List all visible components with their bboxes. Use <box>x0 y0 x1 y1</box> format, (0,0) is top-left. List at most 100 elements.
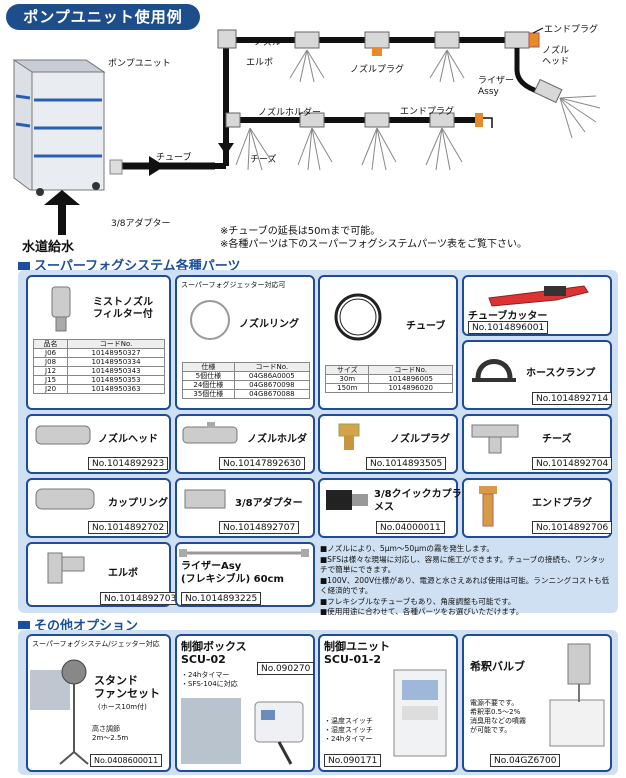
adapter-image <box>184 489 226 509</box>
note-parts-table: ※各種パーツは下のスーパーフォグシステムパーツ表をご覧下さい。 <box>220 239 527 250</box>
bullet-item: ■使用用途に合わせて、各種パーツをお選びいただけます。 <box>320 607 524 616</box>
tube-image <box>334 293 382 341</box>
part-name: ノズルリング <box>239 319 299 330</box>
stand-fan-caption: スーパーフォグシステム/ジェッター対応 <box>32 640 160 648</box>
pump-usage-diagram <box>12 27 601 235</box>
pump-unit-image <box>12 59 106 196</box>
part-name: 3/8アダプター <box>235 498 303 509</box>
part-code: No.1014892703 <box>100 592 181 605</box>
nozzle-ring-caption: スーパーフォグジェッター対応可 <box>181 281 286 289</box>
part-tube-cutter: チューブカッター No.1014896001 <box>462 275 612 336</box>
part-code: No.1014892704 <box>532 457 613 470</box>
control-box-image <box>181 698 304 765</box>
stand-fan-image <box>30 659 89 765</box>
bullet-item: ■SFSは様々な現場に対応し、容易に施工ができます。チューブの接続も、ワンタッチ… <box>320 554 606 575</box>
part-code: No.10147892630 <box>219 457 305 470</box>
part-name: ノズルプラグ <box>390 434 450 445</box>
bullet-item: ■ノズルにより、5μm〜50μmの霧を発生します。 <box>320 544 495 553</box>
label-water-supply: 水道給水 <box>22 240 75 255</box>
part-name: 制御ユニット SCU-01-2 <box>324 640 390 666</box>
label-nozzle-holder: ノズルホルダー <box>258 108 322 118</box>
part-end-plug: エンドプラグ No.1014892706 <box>462 478 613 538</box>
part-name: 3/8クイックカプラ メス <box>374 489 462 513</box>
label-end-plug-top: エンドプラグ <box>544 25 599 35</box>
part-code: No.1014892707 <box>219 521 300 534</box>
nozzle-head-image <box>35 425 91 445</box>
part-code: No.1014892706 <box>532 521 613 534</box>
option-control-box: 制御ボックス SCU-02 No.090270 ・24hタイマー ・SFS-10… <box>175 634 315 772</box>
hose-clamp-image <box>472 359 516 382</box>
part-name: エルボ <box>108 568 138 579</box>
part-name: ノズルヘッド <box>98 434 158 445</box>
section-marker <box>18 621 30 629</box>
part-elbow: エルボ No.1014892703 <box>26 542 181 607</box>
spec-item: ・24hタイマー <box>324 735 373 743</box>
dilution-valve-image <box>549 643 605 747</box>
riser-assy-image <box>179 549 309 557</box>
bullet-item: ■100V、200V仕様があり、電源と水さえあれば使用は可能。ランニングコストも… <box>320 575 610 596</box>
parts-bullets: ■ノズルにより、5μm〜50μmの霧を発生します。 ■SFSは様々な現場に対応し… <box>320 544 612 618</box>
part-code: No.1014892714 <box>532 392 613 405</box>
part-code: No.090270 <box>257 662 315 675</box>
part-name: ホースクランプ <box>526 368 596 379</box>
spec-item: 希釈率0.5〜2% <box>470 708 521 716</box>
water-supply-arrow <box>44 190 80 235</box>
option-dilution-valve: 希釈バルブ 電源不要です。 希釈率0.5〜2% 消臭用などの噴霧 が可能です。 … <box>462 634 612 772</box>
part-code: No.04000011 <box>376 521 445 534</box>
part-code: No.1014892702 <box>88 521 169 534</box>
part-riser-assy: ライザーAsy (フレキシブル) 60cm No.1014893225 <box>175 542 315 607</box>
spec-item: 電源不要です。 <box>470 699 519 707</box>
spec-item: ・SFS-104に対応 <box>181 680 238 688</box>
part-code: No.04GZ6700 <box>490 754 561 767</box>
nozzle-plug-image <box>338 423 360 450</box>
part-name: 希釈バルブ <box>470 660 525 673</box>
part-nozzle-head: ノズルヘッド No.1014892923 <box>26 414 171 474</box>
part-name: チューブ <box>406 321 446 332</box>
part-coupling: カップリング No.1014892702 <box>26 478 171 538</box>
stand-fan-sub: (ホース10m付) <box>98 703 147 711</box>
label-cheese: チーズ <box>250 155 277 165</box>
label-nozzle-plug: ノズルプラグ <box>350 65 405 75</box>
control-unit-image <box>393 669 447 757</box>
part-code: No.090171 <box>324 754 382 767</box>
spec-item: ・温度スイッチ <box>324 717 373 725</box>
label-riser-assy: ライザー Assy <box>478 76 515 97</box>
part-nozzle-holder: ノズルホルダ No.10147892630 <box>175 414 315 474</box>
part-hose-clamp: ホースクランプ No.1014892714 <box>462 340 613 410</box>
spec-item: ・24hタイマー <box>181 671 230 679</box>
part-name: スタンド ファンセット <box>94 674 160 700</box>
label-pump-unit: ポンプユニット <box>108 59 171 69</box>
nozzle-ring-image <box>190 300 230 340</box>
part-name: チューブカッター <box>468 311 548 322</box>
part-code: No.1014896001 <box>468 321 549 334</box>
label-end-plug-lower: エンドプラグ <box>400 107 455 117</box>
label-nozzle: ノズル <box>254 38 282 48</box>
option-control-unit: 制御ユニット SCU-01-2 ・温度スイッチ ・湿度スイッチ ・24hタイマー… <box>318 634 458 772</box>
part-code: No.0408600011 <box>90 754 163 767</box>
part-name: ミストノズル フィルター付 <box>93 297 153 320</box>
page-title: ポンプユニット使用例 <box>6 4 200 30</box>
part-nozzle-plug: ノズルプラグ No.1014893505 <box>318 414 458 474</box>
part-name: ライザーAsy (フレキシブル) 60cm <box>181 561 284 585</box>
elbow-image <box>47 552 85 584</box>
part-name: 制御ボックス SCU-02 <box>181 640 247 666</box>
label-nozzle-head: ノズル ヘッド <box>542 46 570 67</box>
part-code: No.1014892923 <box>88 457 169 470</box>
stand-fan-height-label: 高さ調節 <box>92 725 120 733</box>
part-name: カップリング <box>108 498 168 509</box>
quick-coupler-image <box>326 490 368 510</box>
bullet-item: ■フレキシブルなチューブもあり、角度調整も可能です。 <box>320 596 516 606</box>
label-adapter: 3/8アダプター <box>111 219 171 229</box>
part-name: ノズルホルダ <box>247 434 307 445</box>
label-tube: チューブ <box>156 153 192 163</box>
option-stand-fan: スーパーフォグシステム/ジェッター対応 スタンド ファンセット (ホース10m付… <box>26 634 171 772</box>
coupling-image <box>35 488 95 510</box>
spec-item: 消臭用などの噴霧 <box>470 717 526 725</box>
part-quick-coupler: 3/8クイックカプラ メス No.04000011 <box>318 478 462 538</box>
part-name: チーズ <box>542 434 572 445</box>
